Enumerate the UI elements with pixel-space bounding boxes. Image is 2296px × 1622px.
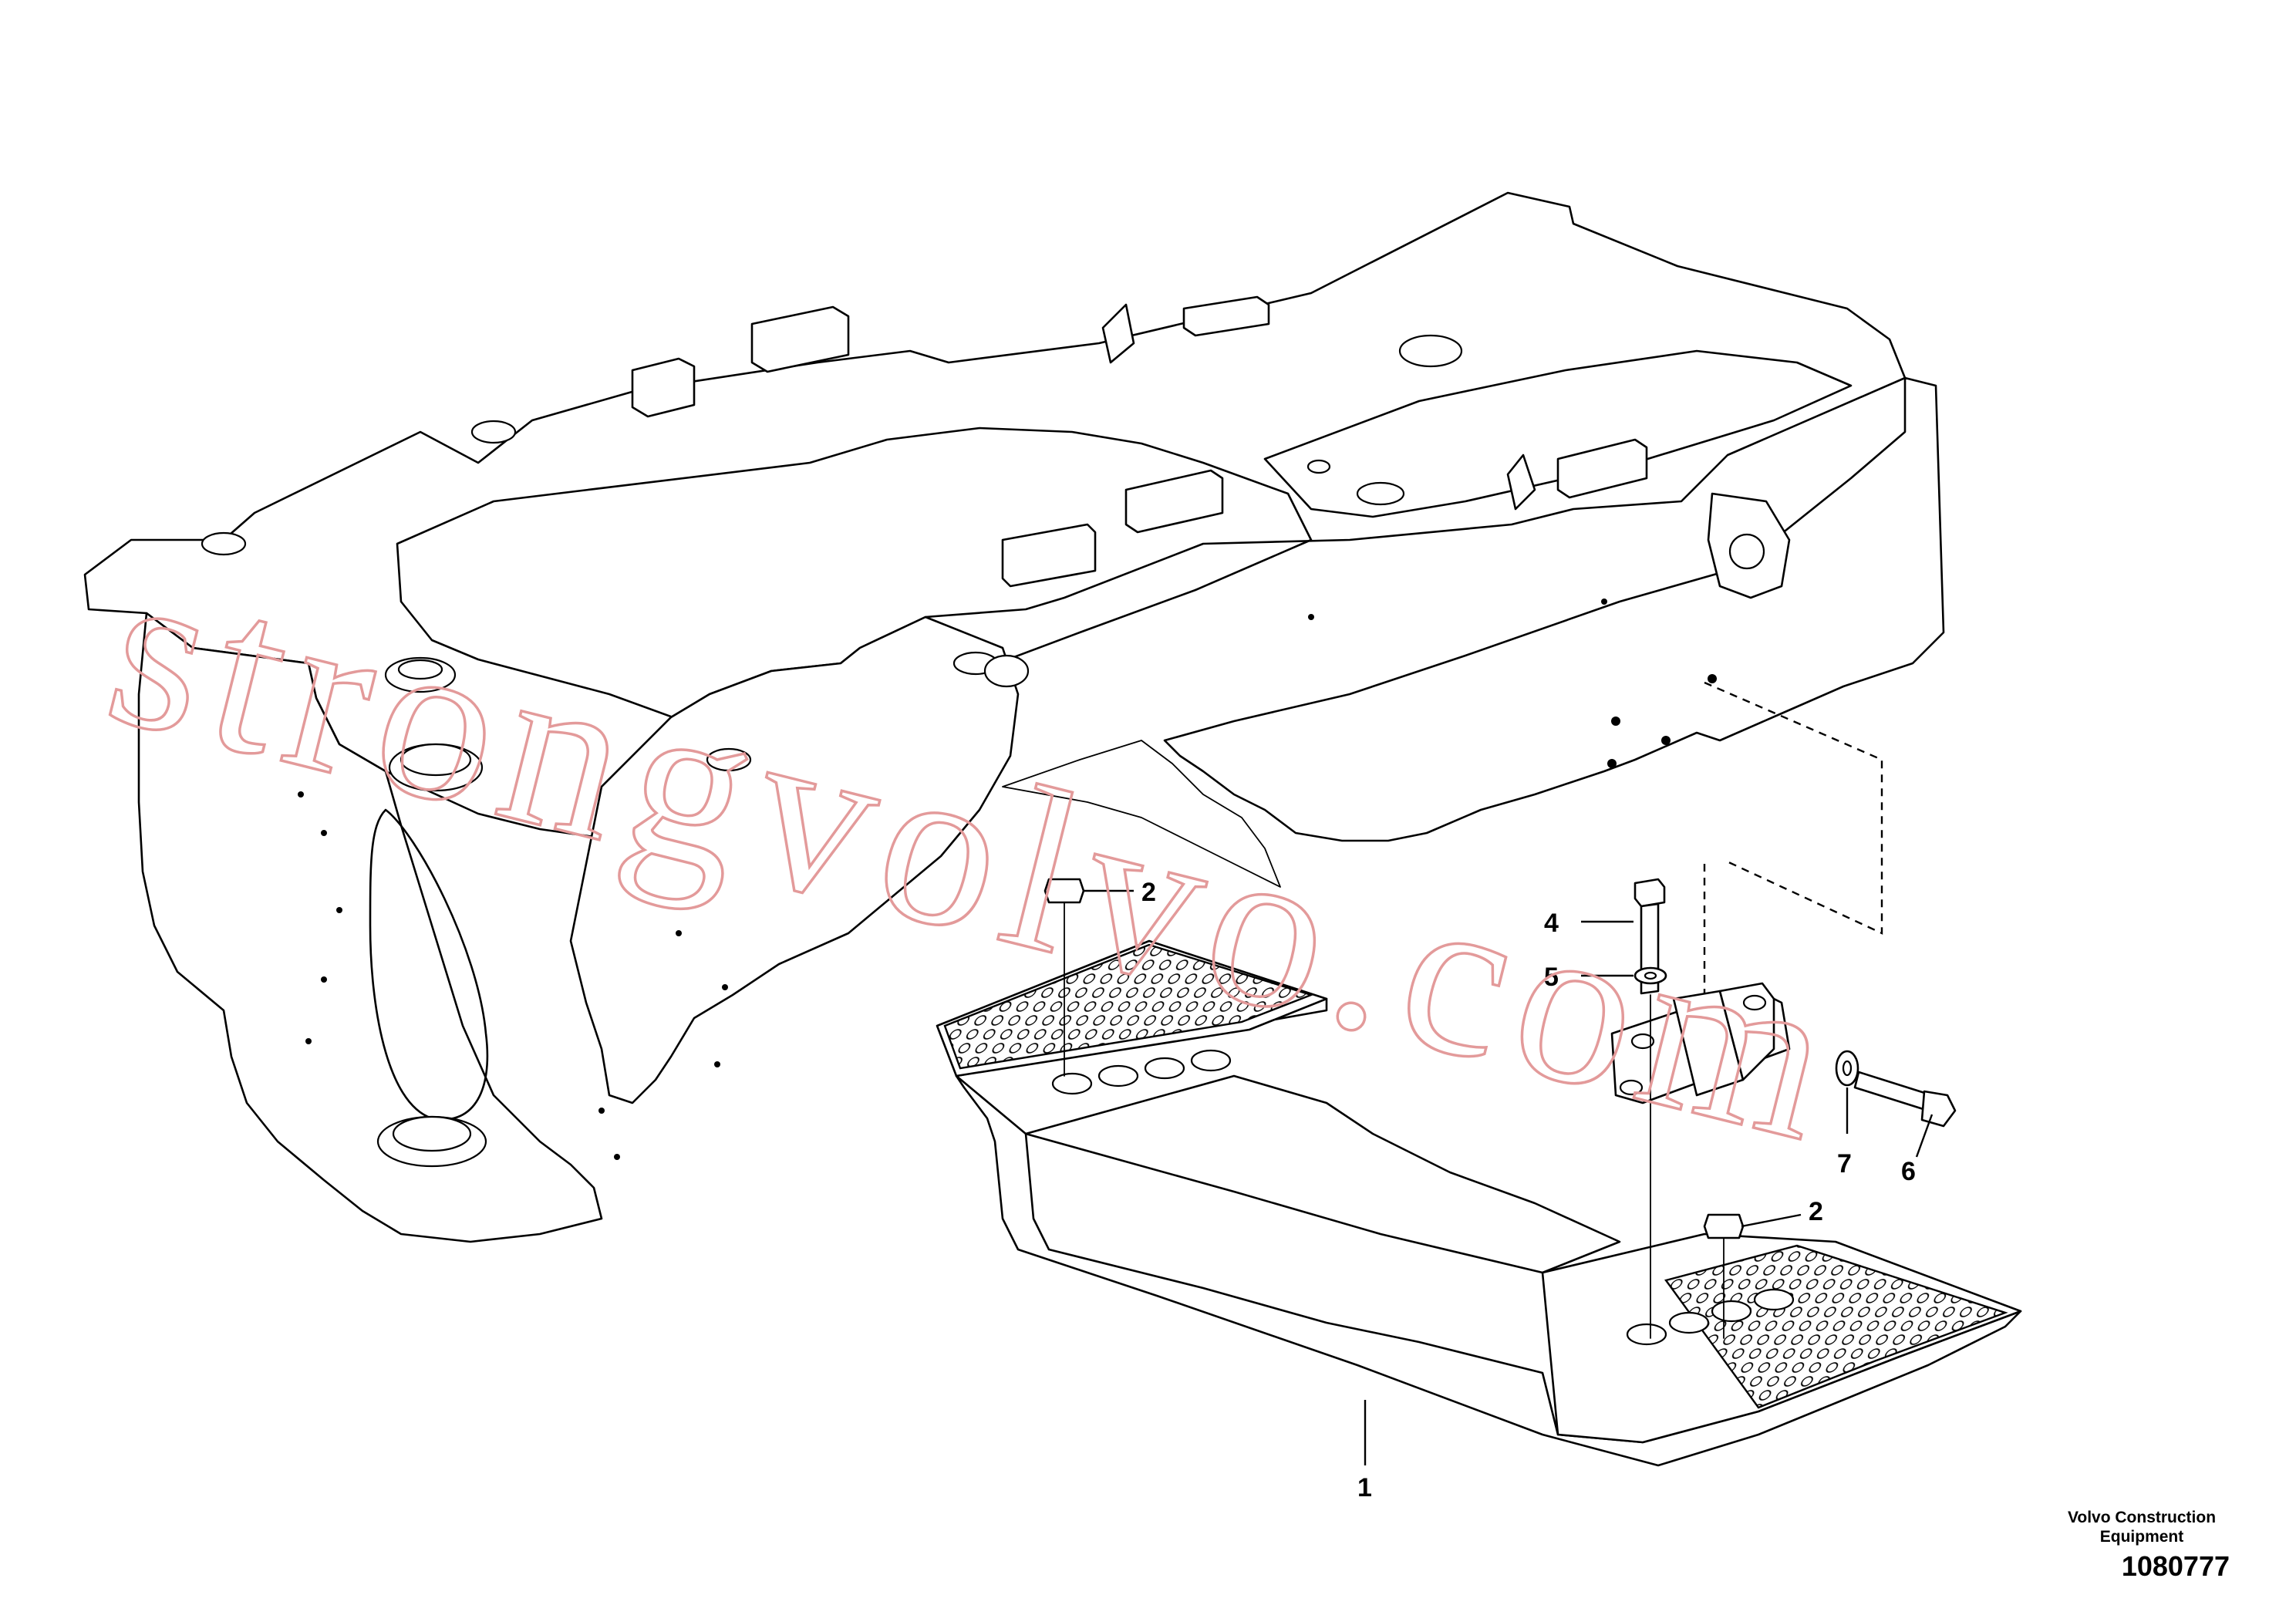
callout-2-lower: 2 — [1809, 1197, 1823, 1226]
callout-7: 7 — [1837, 1149, 1852, 1179]
top-plate-blocks — [631, 295, 1648, 588]
callout-6: 6 — [1901, 1157, 1916, 1186]
mounting-bracket — [1610, 982, 1791, 1104]
step-assembly — [936, 939, 2022, 1467]
lower-ring-boss — [376, 1115, 487, 1168]
publisher-label: Volvo Construction Equipment — [2049, 1508, 2234, 1546]
callout-4: 4 — [1544, 909, 1559, 938]
leader-lines — [1084, 889, 1934, 1465]
step-tread-holes — [1051, 1049, 1795, 1346]
frame-right-side-wall — [1163, 376, 1945, 842]
document-number: 1080777 — [2121, 1550, 2230, 1582]
step-cap-screw-left — [1043, 878, 1085, 1077]
callout-5: 5 — [1544, 963, 1559, 992]
fastener-washer-top — [1633, 966, 1667, 985]
frame-rear-opening — [1263, 349, 1853, 518]
frame-center-column — [569, 615, 1020, 1104]
publisher-line-1: Volvo Construction — [2067, 1509, 2217, 1526]
frame-front-opening — [396, 427, 1313, 730]
upper-frame — [83, 191, 1945, 1243]
step-cap-screw-right — [1703, 1213, 1745, 1339]
callout-2-upper: 2 — [1141, 878, 1156, 907]
publisher-line-2: Equipment — [2099, 1528, 2184, 1546]
step-left-grating — [943, 943, 1314, 1070]
step-right-grating — [1664, 1244, 2008, 1409]
side-wall-holes — [298, 599, 1717, 1160]
assembly-relation-lines — [1703, 681, 1883, 995]
callout-1: 1 — [1357, 1473, 1372, 1502]
lifting-eye-hole — [1728, 533, 1765, 570]
callout-labels: 2 1 2 4 5 7 6 — [1141, 878, 1916, 1502]
fastener-washer-side — [1835, 1050, 1859, 1087]
step-frame — [955, 1074, 2022, 1467]
frame-bosses — [201, 334, 1463, 792]
fastener-bolt-side — [1853, 1071, 1957, 1128]
frame-lower-skirt — [1002, 740, 1281, 888]
step-inner-rail — [1024, 1074, 1621, 1274]
